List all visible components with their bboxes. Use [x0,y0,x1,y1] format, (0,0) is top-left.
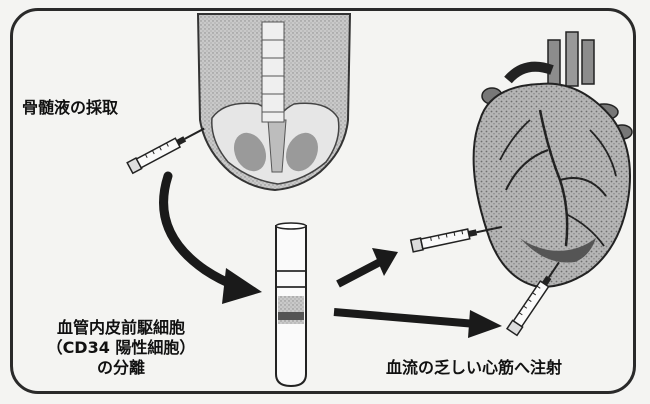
label-cell-separation: 血管内皮前駆細胞 （CD34 陽性細胞） の分離 [26,318,216,378]
test-tube-icon [276,223,306,386]
pelvis-illustration [198,14,350,190]
label-separation-line3: の分離 [26,358,216,378]
label-bone-marrow-aspiration: 骨髄液の採取 [22,98,118,118]
syringe-icon [127,123,207,173]
label-separation-line2: （CD34 陽性細胞） [26,338,216,358]
arrow-icon [164,176,236,286]
arrow-icon [338,262,380,284]
arrow-icon [222,268,262,304]
heart-illustration [474,32,632,287]
arrow-icon [334,312,476,324]
label-myocardial-injection: 血流の乏しい心筋へ注射 [386,358,562,378]
label-separation-line1: 血管内皮前駆細胞 [26,318,216,338]
arrow-icon [468,310,502,338]
